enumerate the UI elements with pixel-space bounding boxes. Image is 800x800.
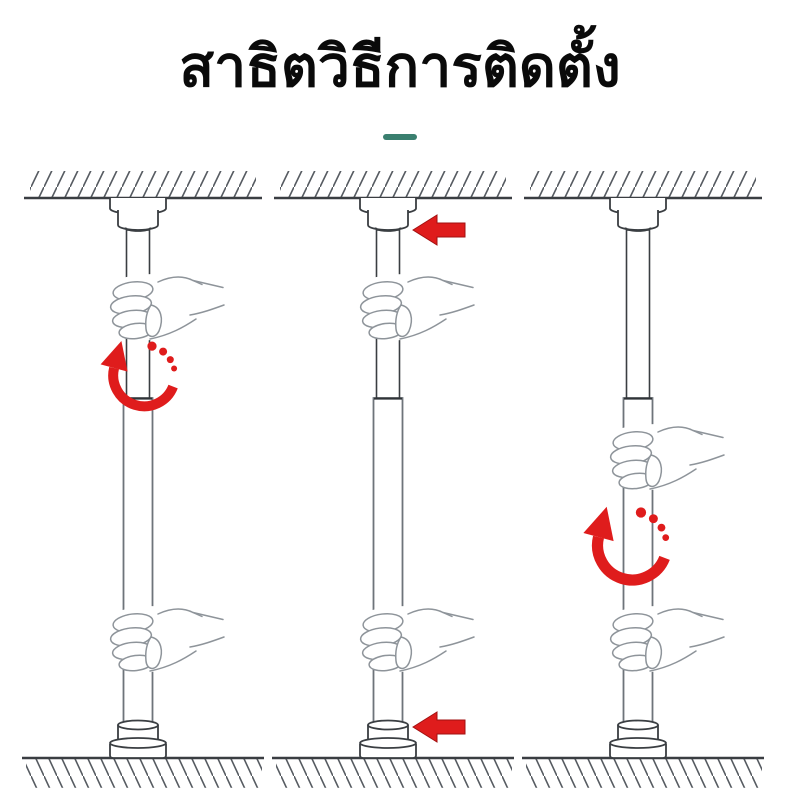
lower-hand-grip: [358, 605, 475, 674]
page-title: สาธิตวิธีการติดตั้ง: [179, 35, 621, 99]
upper-hand-grip: [358, 273, 475, 342]
ceiling-hatch: [22, 169, 264, 200]
press-arrow-left-top-icon: [412, 214, 466, 246]
floor-mount: [609, 719, 667, 759]
ceiling-hatch: [522, 169, 764, 200]
floor-mount: [359, 719, 417, 759]
middle-hand-grip: [608, 423, 725, 492]
step-panel-2: [270, 169, 516, 789]
ceiling-hatch: [272, 169, 514, 200]
ceiling-mount: [609, 197, 667, 232]
header: สาธิตวิธีการติดตั้ง: [0, 26, 800, 145]
title-underline: [383, 133, 417, 140]
floor-hatch: [520, 756, 766, 789]
lower-hand-grip: [108, 605, 225, 674]
floor-mount: [109, 719, 167, 759]
press-arrow-left-bottom-icon: [412, 711, 466, 743]
ceiling-mount: [359, 197, 417, 232]
step-panel-1: [20, 169, 266, 789]
floor-hatch: [20, 756, 266, 789]
upper-hand-grip: [108, 273, 225, 342]
floor-hatch: [270, 756, 516, 789]
lower-hand-grip: [608, 605, 725, 674]
step-panel-3: [520, 169, 766, 789]
ceiling-mount: [109, 197, 167, 232]
